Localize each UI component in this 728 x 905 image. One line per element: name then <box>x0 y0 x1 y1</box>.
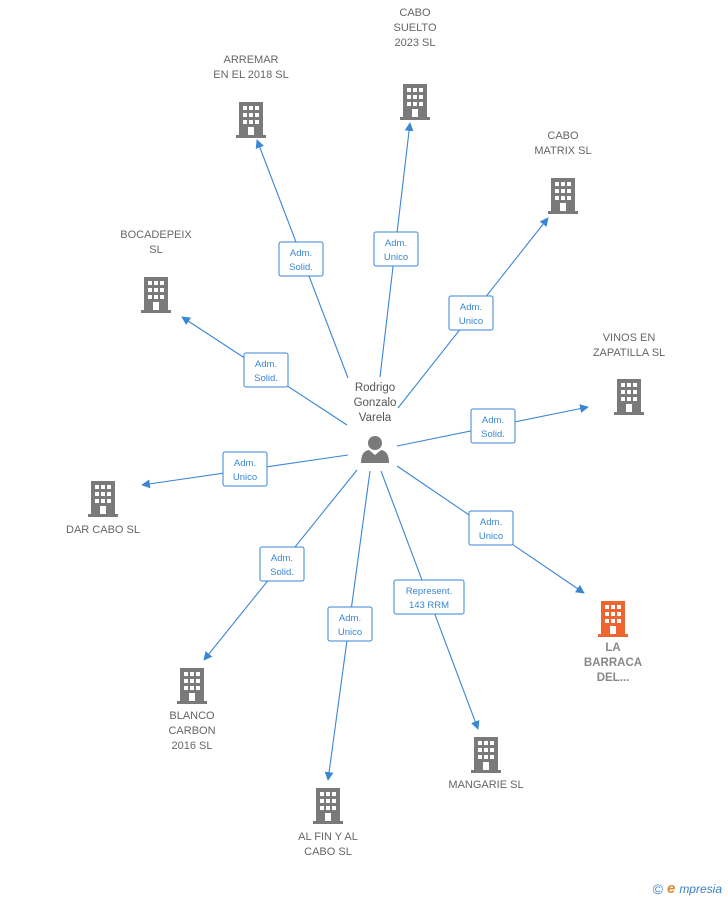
company-node-al-fin-y-al-cabo[interactable]: AL FIN Y AL CABO SL <box>298 788 358 858</box>
company-label: BARRACA <box>584 657 642 669</box>
role-badge-box <box>393 579 465 615</box>
role-badge-box <box>222 451 268 487</box>
company-label: SUELTO <box>394 22 437 34</box>
edges-layer: Adm.Solid.Adm.UnicoAdm.UnicoAdm.Solid.Ad… <box>141 122 589 781</box>
building-icon <box>236 102 266 138</box>
role-badge-box <box>327 606 373 642</box>
company-label: 2016 SL <box>172 740 213 752</box>
role-text: Unico <box>233 472 257 483</box>
role-text: Solid. <box>289 262 313 273</box>
company-label: AL FIN Y AL <box>298 831 358 843</box>
company-label: BOCADEPEIX <box>120 229 192 241</box>
role-badge-box <box>373 231 419 267</box>
role-badge-la-barraca[interactable]: Adm. Unico <box>468 510 514 546</box>
company-node-cabo-suelto[interactable]: CABO SUELTO 2023 SL <box>394 7 437 120</box>
company-label: ZAPATILLA SL <box>593 347 665 359</box>
company-label: MATRIX SL <box>534 145 591 157</box>
role-badge-dar-cabo[interactable]: Adm. Unico <box>222 451 268 487</box>
role-badge-box <box>259 546 305 582</box>
building-icon <box>177 668 207 704</box>
role-badge-box <box>278 241 324 277</box>
company-label: CARBON <box>168 725 215 737</box>
building-icon <box>313 788 343 824</box>
role-badge-cabo-matrix[interactable]: Adm. Unico <box>448 295 494 331</box>
company-label: LA <box>605 642 620 654</box>
role-text: Solid. <box>254 373 278 384</box>
role-text: Unico <box>479 531 503 542</box>
role-text: Adm. <box>271 553 293 564</box>
building-icon <box>141 277 171 313</box>
role-text: Adm. <box>255 359 277 370</box>
copyright-icon: © <box>652 880 663 897</box>
person-name-line: Varela <box>359 412 392 424</box>
role-badge-arremar[interactable]: Adm. Solid. <box>278 241 324 277</box>
role-badge-box <box>448 295 494 331</box>
role-text: Adm. <box>460 302 482 313</box>
company-node-vinos-en-zapatilla[interactable]: VINOS EN ZAPATILLA SL <box>593 332 665 415</box>
role-badge-vinos-en-zapatilla[interactable]: Adm. Solid. <box>470 408 516 444</box>
role-text: Unico <box>459 316 483 327</box>
building-icon <box>88 481 118 517</box>
company-label: MANGARIE SL <box>448 779 523 791</box>
role-text: Solid. <box>270 567 294 578</box>
role-text: Adm. <box>480 517 502 528</box>
role-text: Solid. <box>481 429 505 440</box>
building-icon <box>471 737 501 773</box>
company-node-arremar[interactable]: ARREMAR EN EL 2018 SL <box>213 54 289 138</box>
role-text: 143 RRM <box>409 600 449 611</box>
role-text: Adm. <box>385 238 407 249</box>
role-badge-blanco-carbon[interactable]: Adm. Solid. <box>259 546 305 582</box>
building-icon <box>548 178 578 214</box>
brand-initial: e <box>666 880 676 897</box>
company-label: SL <box>149 244 162 256</box>
role-text: Adm. <box>290 248 312 259</box>
company-label: EN EL 2018 SL <box>213 69 288 81</box>
person-icon <box>361 436 389 463</box>
role-badge-box <box>468 510 514 546</box>
company-label: DAR CABO SL <box>66 524 140 536</box>
person-name-line: Gonzalo <box>354 397 397 409</box>
company-label: CABO <box>547 130 579 142</box>
role-text: Represent. <box>406 586 452 597</box>
company-label: CABO SL <box>304 846 352 858</box>
company-label: DEL... <box>597 672 630 684</box>
role-text: Unico <box>338 627 362 638</box>
role-text: Adm. <box>234 458 256 469</box>
company-node-mangarie[interactable]: MANGARIE SL <box>448 737 524 791</box>
company-label: BLANCO <box>169 710 215 722</box>
brand-name: mpresia <box>679 881 722 896</box>
company-label: CABO <box>399 7 431 19</box>
role-text: Adm. <box>482 415 504 426</box>
company-node-blanco-carbon[interactable]: BLANCO CARBON 2016 SL <box>168 668 216 752</box>
company-node-la-barraca[interactable]: LA BARRACA DEL... <box>584 601 642 684</box>
role-badge-cabo-suelto[interactable]: Adm. Unico <box>373 231 419 267</box>
role-badge-bocadepeix[interactable]: Adm. Solid. <box>243 352 289 388</box>
building-icon <box>400 84 430 120</box>
role-badge-al-fin-y-al-cabo[interactable]: Adm. Unico <box>327 606 373 642</box>
company-node-cabo-matrix[interactable]: CABO MATRIX SL <box>534 130 592 214</box>
role-badge-box <box>243 352 289 388</box>
role-badge-box <box>470 408 516 444</box>
company-node-dar-cabo[interactable]: DAR CABO SL <box>66 481 140 536</box>
person-name-line: Rodrigo <box>355 382 395 394</box>
company-label: ARREMAR <box>223 54 278 66</box>
role-text: Unico <box>384 252 408 263</box>
company-node-bocadepeix[interactable]: BOCADEPEIX SL <box>120 229 192 313</box>
company-label: 2023 SL <box>395 37 436 49</box>
role-text: Adm. <box>339 613 361 624</box>
company-label: VINOS EN <box>603 332 656 344</box>
building-icon <box>614 379 644 415</box>
building-icon <box>598 601 628 637</box>
role-badge-mangarie[interactable]: Represent. 143 RRM <box>393 579 465 615</box>
